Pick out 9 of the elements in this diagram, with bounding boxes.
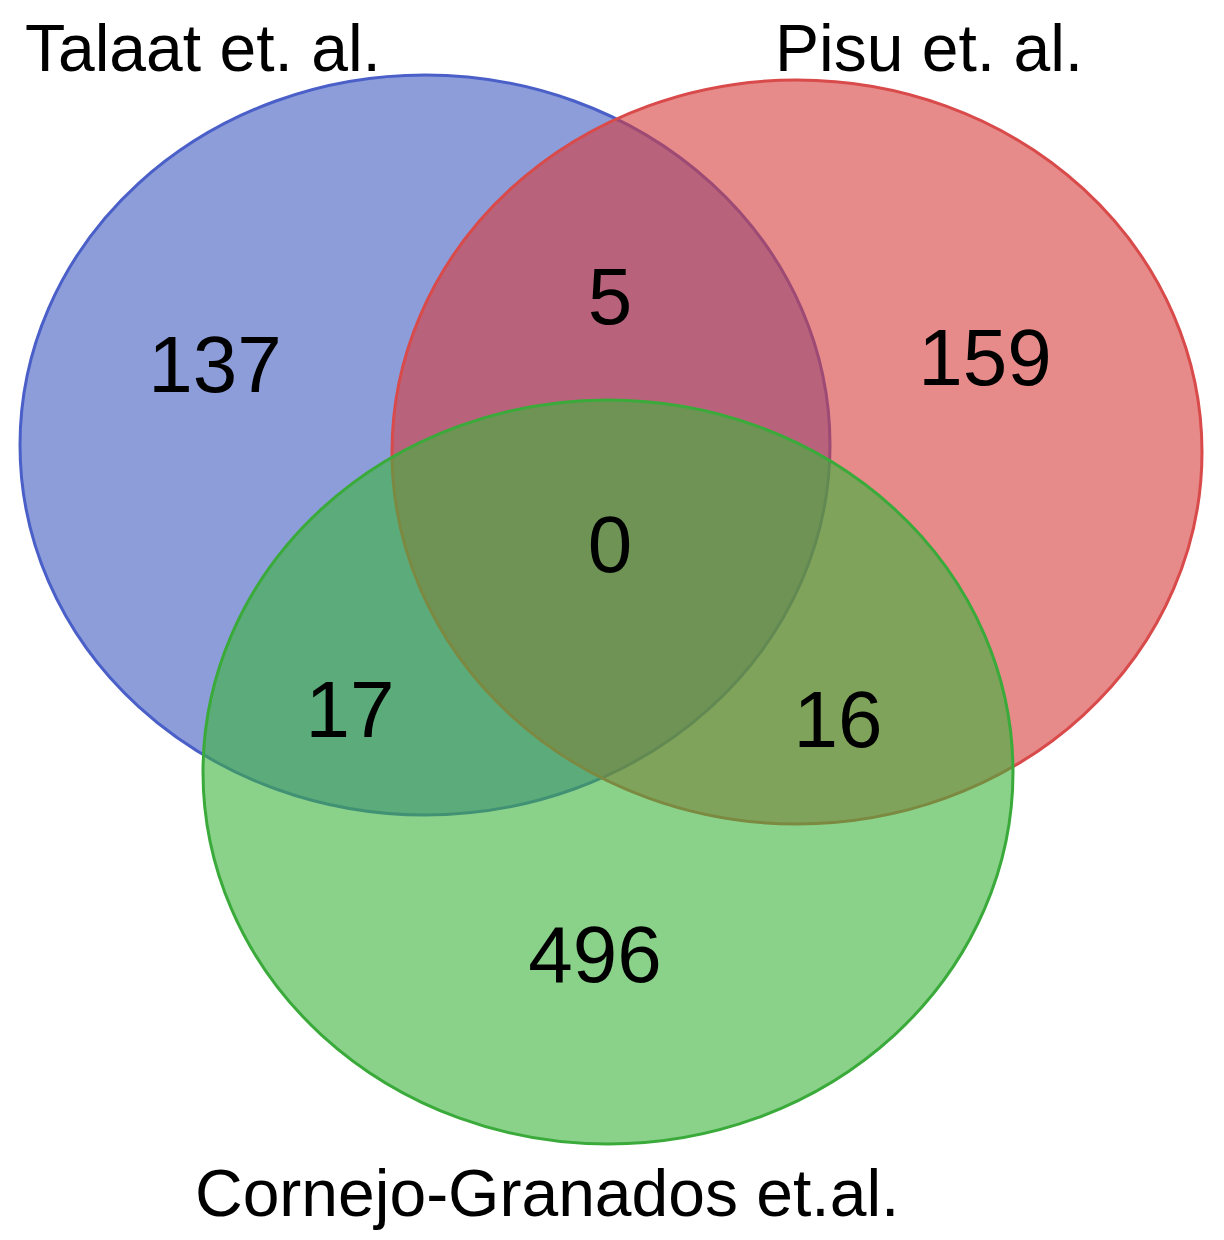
count-label: 0 (587, 505, 633, 585)
count-label: 159 (918, 318, 1052, 398)
set-label: Pisu et. al. (775, 15, 1084, 81)
count-label: 16 (793, 680, 883, 760)
count-label: 137 (148, 325, 282, 405)
count-label: 496 (528, 915, 662, 995)
set-label: Talaat et. al. (25, 15, 381, 81)
count-label: 5 (587, 257, 633, 337)
count-label: 17 (305, 670, 395, 750)
